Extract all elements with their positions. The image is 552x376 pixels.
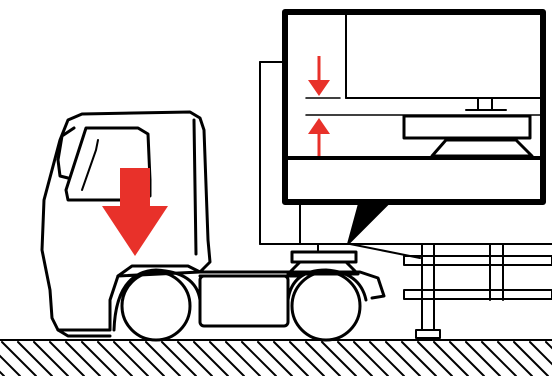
hatch-line	[65, 341, 101, 376]
hatch-line	[81, 341, 117, 376]
hatch-line	[369, 341, 405, 376]
callout-pointer	[347, 199, 393, 245]
hatch-line	[401, 341, 437, 376]
hatch-line	[513, 341, 549, 376]
hatch-line	[497, 341, 533, 376]
rear-wheel	[290, 270, 362, 342]
hatch-line	[433, 341, 469, 376]
hatch-line	[209, 341, 245, 376]
hatch-line	[337, 341, 373, 376]
hatch-line	[193, 341, 229, 376]
hatch-line	[305, 341, 341, 376]
trailer	[259, 61, 552, 339]
down-arrow-icon	[102, 168, 168, 256]
ground-hatching	[0, 341, 552, 376]
hatch-line	[129, 341, 165, 376]
callout-box	[282, 9, 546, 205]
front-wheel	[120, 270, 192, 342]
hatch-line	[241, 341, 277, 376]
hatch-line	[257, 341, 293, 376]
hatch-line	[417, 341, 453, 376]
hatch-line	[385, 341, 421, 376]
hatch-line	[145, 341, 181, 376]
hatch-line	[161, 341, 197, 376]
hatch-line	[465, 341, 501, 376]
front-wheel-arch	[112, 268, 202, 332]
hatch-line	[113, 341, 149, 376]
hatch-line	[289, 341, 325, 376]
fifth-wheel	[286, 250, 360, 276]
hatch-line	[225, 341, 261, 376]
hatch-line	[529, 341, 552, 366]
hatch-line	[353, 341, 389, 376]
hatch-line	[449, 341, 485, 376]
hatch-line	[481, 341, 517, 376]
hatch-line	[177, 341, 213, 376]
vertical-gap-arrows-icon	[308, 56, 330, 156]
hatch-line	[17, 341, 53, 376]
hatch-line	[321, 341, 357, 376]
hatch-line	[0, 354, 21, 376]
hatch-line	[1, 341, 37, 376]
hatch-line	[33, 341, 69, 376]
hatch-line	[97, 341, 133, 376]
hatch-line	[49, 341, 85, 376]
rear-wheel-arch	[286, 268, 368, 302]
hatch-line	[273, 341, 309, 376]
